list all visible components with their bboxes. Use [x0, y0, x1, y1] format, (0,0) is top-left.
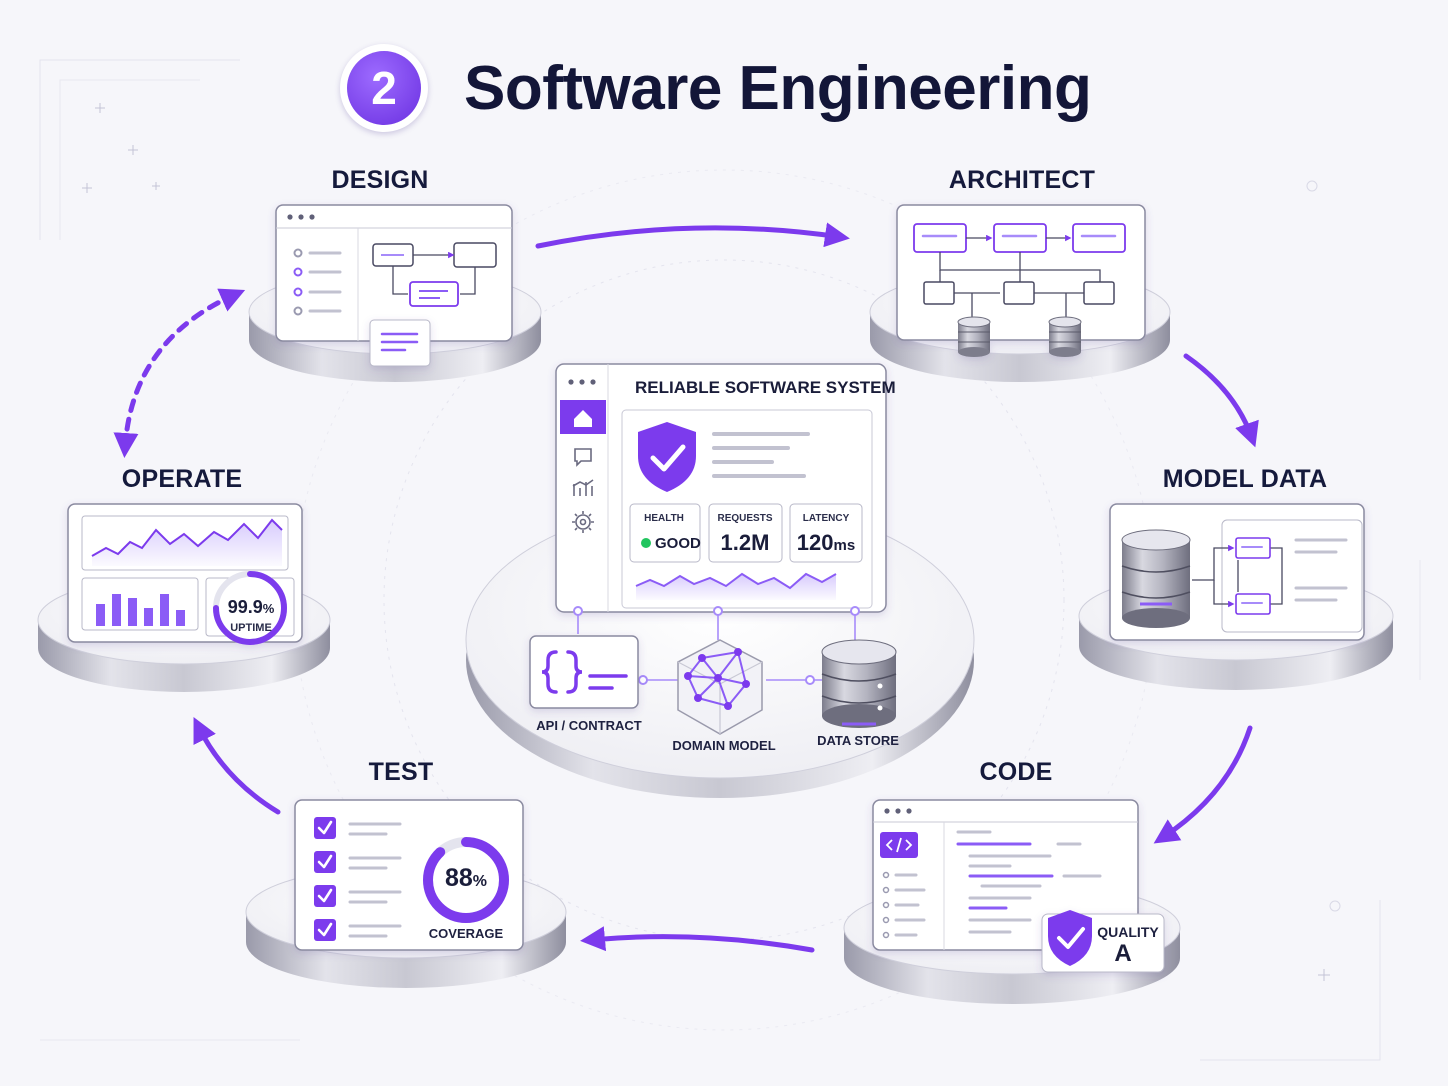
- design-note-card: [369, 319, 431, 367]
- health-label: HEALTH: [644, 513, 684, 524]
- quality-label: QUALITY: [1097, 924, 1159, 940]
- arrow-model-to-code: [1153, 725, 1253, 844]
- coverage-label: COVERAGE: [428, 926, 504, 941]
- center-platform: [465, 363, 975, 798]
- arrow-architect-to-model: [1183, 353, 1259, 448]
- step-number: 2: [347, 51, 421, 125]
- requests-value: 1.2M: [720, 530, 770, 555]
- operate-window: [67, 503, 303, 645]
- chart-icon: [572, 479, 594, 496]
- arrow-test-to-operate: [193, 717, 281, 815]
- coverage-ring: [423, 837, 509, 923]
- test-window: [294, 799, 524, 951]
- component-label-domain: DOMAIN MODEL: [672, 738, 776, 753]
- design-platform: [248, 204, 542, 382]
- uptime-value: 99.9: [227, 597, 263, 617]
- stage-label-architect: ARCHITECT: [948, 166, 1096, 194]
- chat-icon: [574, 448, 592, 467]
- requests-label: REQUESTS: [717, 513, 773, 524]
- stage-label-design: DESIGN: [331, 166, 429, 194]
- arrow-code-to-test: [580, 926, 815, 953]
- cycle-arrows: [113, 222, 1259, 953]
- system-title: RELIABLE SOFTWARE SYSTEM: [635, 378, 896, 397]
- uptime-ring: [213, 571, 287, 645]
- component-label-datastore: DATA STORE: [817, 733, 899, 748]
- system-window: [555, 363, 887, 613]
- health-value: GOOD: [655, 535, 701, 552]
- uptime-readout: 99.9%: [228, 597, 275, 618]
- latency-unit: ms: [833, 537, 856, 554]
- shield-check-icon: [638, 422, 696, 492]
- operate-trend-line: [91, 518, 283, 557]
- quality-grade: A: [1114, 940, 1132, 967]
- latency-label: LATENCY: [802, 513, 850, 524]
- system-trend-line: [635, 572, 837, 590]
- arrow-design-to-architect: [535, 222, 850, 249]
- model-data-platform: [1078, 503, 1394, 690]
- model-database-icon: [1121, 529, 1191, 628]
- checkbox-icons: [314, 817, 336, 941]
- architect-database-icon-1: [957, 316, 991, 357]
- stage-label-test: TEST: [368, 758, 434, 786]
- coverage-readout: 88%: [445, 864, 487, 893]
- architect-window: [896, 204, 1146, 357]
- uptime-label: UPTIME: [230, 622, 272, 634]
- arrow-operate-to-design: [113, 288, 246, 458]
- code-braces-icon: [541, 650, 628, 694]
- code-platform: [843, 799, 1181, 1004]
- latency-value: 120: [796, 530, 834, 555]
- gear-icon: [572, 511, 594, 533]
- operate-platform: [37, 503, 331, 692]
- stage-label-operate: OPERATE: [121, 465, 243, 493]
- uptime-unit: %: [262, 601, 275, 616]
- latency-readout: 120ms: [797, 530, 855, 556]
- stage-label-code: CODE: [979, 758, 1053, 786]
- stage-label-model-data: MODEL DATA: [1162, 465, 1328, 493]
- component-label-api: API / CONTRACT: [536, 718, 642, 733]
- design-window: [275, 204, 513, 342]
- coverage-unit: %: [472, 873, 488, 890]
- cube-network-icon: [677, 639, 763, 735]
- page-title: Software Engineering: [464, 53, 1092, 123]
- test-platform: [245, 799, 567, 988]
- code-tag-icon: [880, 832, 918, 858]
- architect-database-icon-2: [1048, 316, 1082, 357]
- home-icon: [560, 400, 606, 434]
- model-data-window: [1109, 503, 1365, 641]
- step-badge: 2: [340, 44, 428, 132]
- architect-platform: [869, 204, 1171, 382]
- coverage-value: 88: [444, 864, 473, 892]
- api-contract-card: [529, 635, 639, 709]
- data-store-database-icon: [821, 639, 897, 728]
- quality-badge: [1041, 910, 1165, 973]
- quality-shield-icon: [1048, 910, 1092, 966]
- page-header: 2 Software Engineering: [340, 42, 1092, 134]
